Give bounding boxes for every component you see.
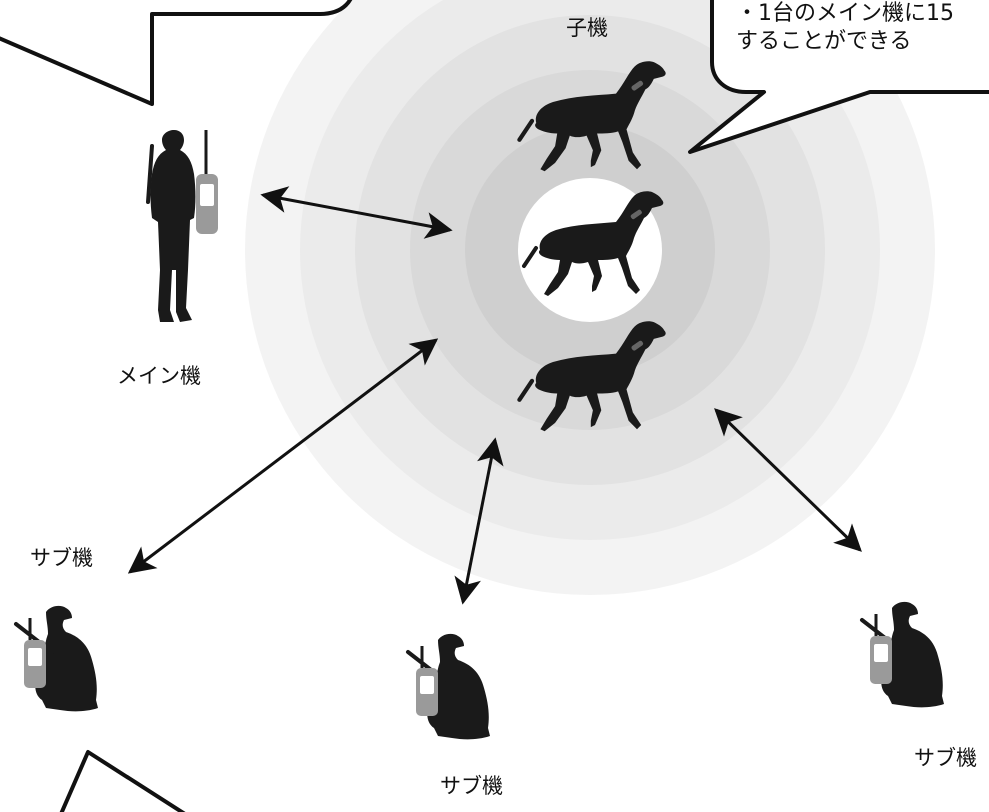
connection-arrows: [127, 186, 862, 605]
speech-bubble-top-right: [688, 0, 989, 154]
hunter-standing-icon: [146, 128, 220, 324]
callout-top-right-line1: ・1台のメイン機に15: [736, 1, 954, 26]
double-arrow-icon: [127, 338, 439, 574]
hunter-kneeling-icon: [14, 603, 100, 714]
double-arrow-icon: [714, 408, 862, 552]
hunter-kneeling-icon: [860, 599, 946, 710]
speech-bubble-top-left: [0, 0, 353, 106]
double-arrow-icon: [260, 186, 453, 239]
double-arrow-icon: [454, 437, 504, 605]
sub-unit-label-right: サブ機: [914, 746, 977, 770]
speech-bubble-bottom-left: [59, 750, 186, 812]
main-unit-label: メイン機: [117, 364, 201, 388]
callout-top-right-line2: することができる: [736, 29, 912, 54]
hunter-kneeling-icon: [406, 631, 492, 742]
sub-unit-label-center: サブ機: [440, 774, 503, 798]
sub-unit-label-left: サブ機: [30, 546, 93, 570]
child-unit-label: 子機: [566, 16, 608, 40]
